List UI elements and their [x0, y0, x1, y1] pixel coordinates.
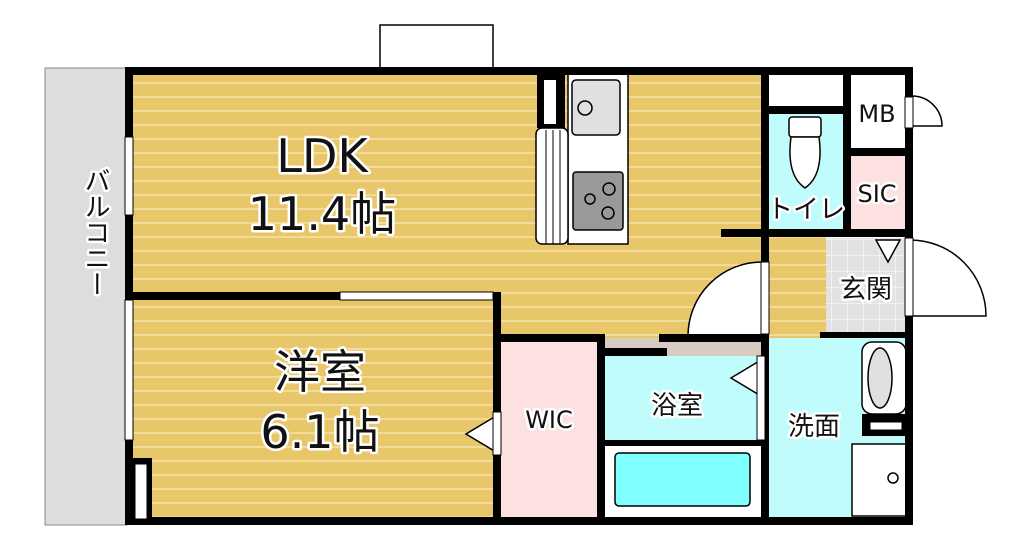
- bath-floor: [604, 356, 764, 446]
- toilet-label: トイレ: [767, 195, 845, 225]
- ldk-floor: [130, 72, 766, 296]
- western-room-label: 洋室: [274, 345, 366, 399]
- entrance-floor: [826, 238, 908, 334]
- balcony-label: バルコニー: [80, 167, 110, 297]
- toilet-bowl: [789, 136, 821, 189]
- hall-floor: [766, 234, 826, 338]
- ldk-label: LDK: [276, 129, 369, 183]
- sic-floor: [848, 152, 908, 234]
- wic-floor: [500, 338, 600, 520]
- washroom-label: 洗面: [788, 412, 840, 442]
- exterior-unit: [379, 24, 494, 71]
- bathtub: [614, 452, 751, 507]
- kitchen-peninsula: [535, 127, 569, 245]
- western-room-size: 6.1帖: [260, 405, 379, 459]
- balcony: [44, 67, 128, 526]
- sink-icon: [571, 79, 621, 136]
- ldk-door-swing: [687, 261, 763, 337]
- sic-door-marker: [874, 239, 902, 264]
- sic-label: SIC: [857, 180, 896, 208]
- stove-icon: [572, 171, 624, 231]
- wic-label: WIC: [525, 406, 573, 434]
- entrance-door-swing: [909, 239, 987, 317]
- entrance-label: 玄関: [840, 275, 892, 305]
- western-floor: [130, 296, 497, 520]
- bath-label: 浴室: [651, 391, 703, 421]
- mb-door-swing: [911, 95, 943, 127]
- mb-label: MB: [858, 100, 895, 128]
- ldk-size: 11.4帖: [248, 187, 396, 241]
- toilet-tank: [788, 116, 822, 138]
